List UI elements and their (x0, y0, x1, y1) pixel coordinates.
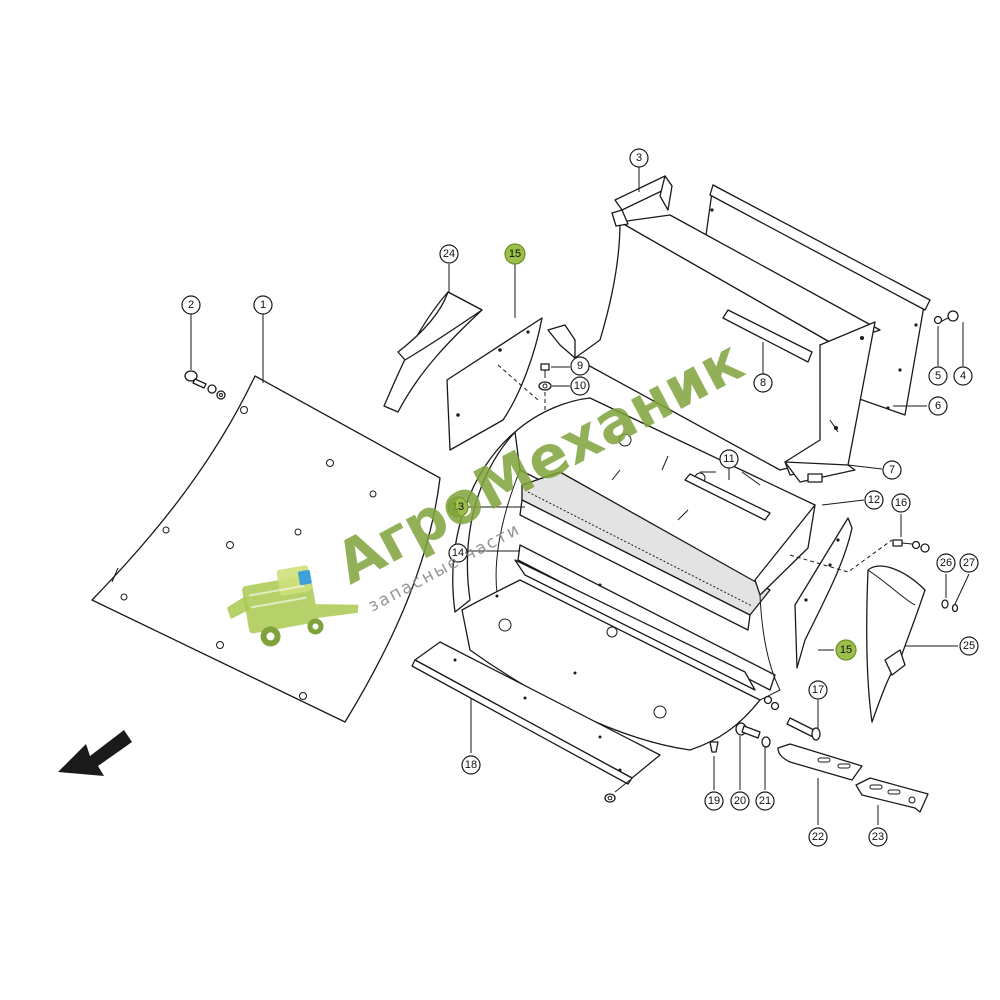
svg-text:23: 23 (872, 831, 884, 843)
svg-text:5: 5 (935, 370, 941, 382)
svg-text:15: 15 (840, 644, 852, 656)
floor-panel-part (91, 375, 441, 723)
svg-text:15: 15 (509, 248, 521, 260)
callout-4: 4 (953, 366, 973, 386)
svg-text:18: 18 (465, 759, 477, 771)
svg-text:7: 7 (889, 464, 895, 476)
svg-text:14: 14 (452, 547, 464, 559)
callout-6: 6 (928, 396, 948, 416)
callout-25: 25 (959, 636, 979, 656)
washer-part-26 (941, 599, 959, 613)
callout-15-right: 15 (835, 639, 857, 661)
svg-text:1: 1 (260, 299, 266, 311)
callout-26: 26 (936, 553, 956, 573)
callout-17: 17 (808, 680, 828, 700)
bolt-part-16 (892, 539, 930, 553)
svg-text:13: 13 (452, 501, 464, 513)
side-plate-part-15-left (446, 317, 543, 451)
svg-text:27: 27 (963, 557, 975, 569)
svg-text:3: 3 (636, 152, 642, 164)
hood-part-25 (866, 565, 926, 723)
svg-text:11: 11 (723, 453, 734, 465)
svg-text:4: 4 (960, 370, 966, 382)
callout-22: 22 (808, 827, 828, 847)
screw-part-4 (933, 310, 959, 325)
svg-text:22: 22 (812, 831, 824, 843)
callout-27: 27 (959, 553, 979, 573)
svg-text:9: 9 (577, 360, 583, 372)
callout-21: 21 (755, 791, 775, 811)
bracket-part-23 (855, 777, 929, 813)
combine-harvester-icon (226, 565, 359, 647)
svg-text:24: 24 (443, 248, 455, 260)
callout-3: 3 (629, 148, 649, 168)
callout-11: 11 (719, 449, 739, 469)
callout-18: 18 (461, 755, 481, 775)
svg-text:19: 19 (708, 795, 720, 807)
callout-10: 10 (570, 376, 590, 396)
callout-13: 13 (447, 496, 469, 518)
svg-text:21: 21 (759, 795, 771, 807)
svg-text:20: 20 (734, 795, 746, 807)
svg-text:10: 10 (574, 380, 586, 392)
callout-24: 24 (439, 244, 459, 264)
callout-7: 7 (882, 460, 902, 480)
svg-text:26: 26 (940, 557, 952, 569)
arrow-down-left-icon (58, 730, 132, 776)
callout-19: 19 (704, 791, 724, 811)
bolt-part-2 (184, 370, 226, 400)
bracket-part-22 (777, 743, 863, 781)
fasteners-lower (709, 695, 821, 753)
svg-text:25: 25 (963, 640, 975, 652)
callout-2: 2 (181, 295, 201, 315)
callout-14: 14 (448, 543, 468, 563)
svg-text:17: 17 (812, 684, 824, 696)
svg-text:16: 16 (895, 497, 907, 509)
callout-16: 16 (891, 493, 911, 513)
callout-8: 8 (753, 373, 773, 393)
strip-part-18 (411, 641, 661, 803)
svg-text:2: 2 (188, 299, 194, 311)
svg-text:6: 6 (935, 400, 941, 412)
callout-15-top: 15 (504, 243, 526, 265)
svg-text:8: 8 (760, 377, 766, 389)
top-housing-part (547, 175, 931, 483)
main-trough-part (452, 397, 816, 751)
side-plate-part-15-right (789, 517, 893, 669)
callout-1: 1 (253, 295, 273, 315)
callout-20: 20 (730, 791, 750, 811)
callout-12: 12 (864, 490, 884, 510)
deflector-part-24 (383, 291, 483, 413)
callout-9: 9 (570, 356, 590, 376)
svg-text:12: 12 (868, 494, 880, 506)
leader-lines (190, 167, 970, 825)
callout-5: 5 (928, 366, 948, 386)
callout-23: 23 (868, 827, 888, 847)
